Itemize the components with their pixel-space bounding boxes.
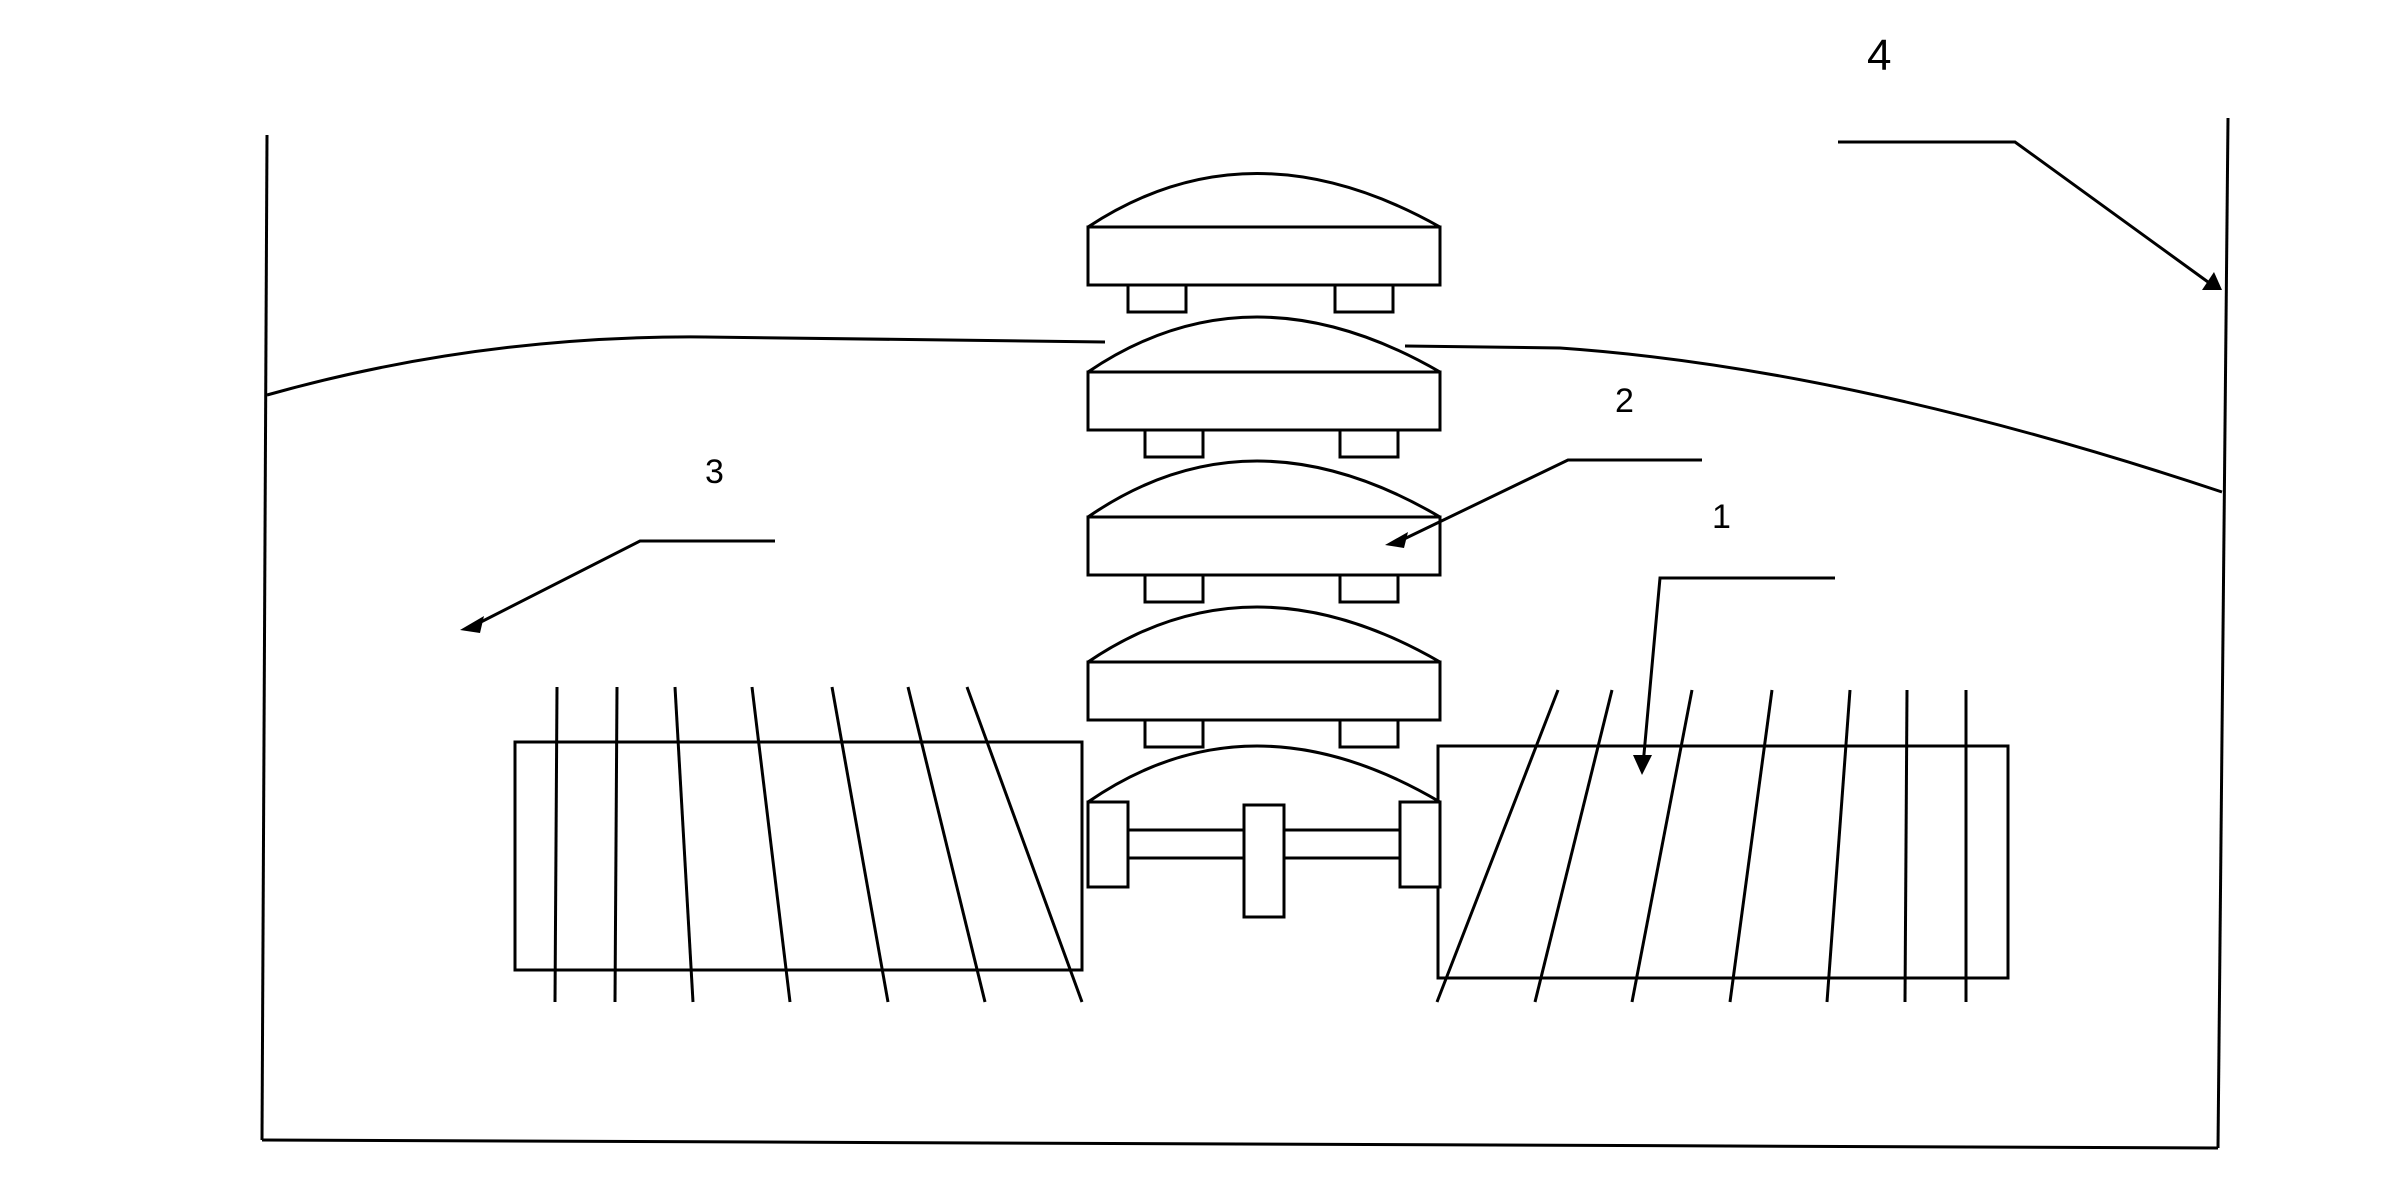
- shaft-hub: [1242, 803, 1286, 919]
- label-3: 3: [705, 453, 724, 491]
- lens-unit-4: [1086, 605, 1442, 749]
- label-1: 1: [1712, 498, 1731, 536]
- leader-4: [1838, 140, 2222, 290]
- container-right-wall: [2216, 117, 2230, 1149]
- liquid-surface-left: [266, 335, 1106, 397]
- container-left-wall: [260, 134, 269, 1141]
- lens-unit-2: [1086, 315, 1442, 459]
- leader-3: [460, 539, 775, 633]
- left-block-body: [513, 740, 1084, 972]
- leader-2: [1385, 458, 1702, 548]
- leader-1: [1633, 576, 1835, 775]
- lens-unit-bottom: [1086, 744, 1442, 919]
- label-4: 4: [1867, 31, 1891, 80]
- left-comb-block: [513, 686, 1084, 1003]
- container: [260, 117, 2230, 1150]
- lens-unit-1: [1086, 172, 1442, 314]
- lens-stack: [1086, 172, 1442, 919]
- label-2: 2: [1615, 382, 1634, 420]
- liquid-surface-right: [1404, 344, 2223, 494]
- lens-unit-3: [1086, 459, 1442, 604]
- container-bottom: [261, 1138, 2219, 1150]
- right-comb-block: [1435, 689, 2010, 1003]
